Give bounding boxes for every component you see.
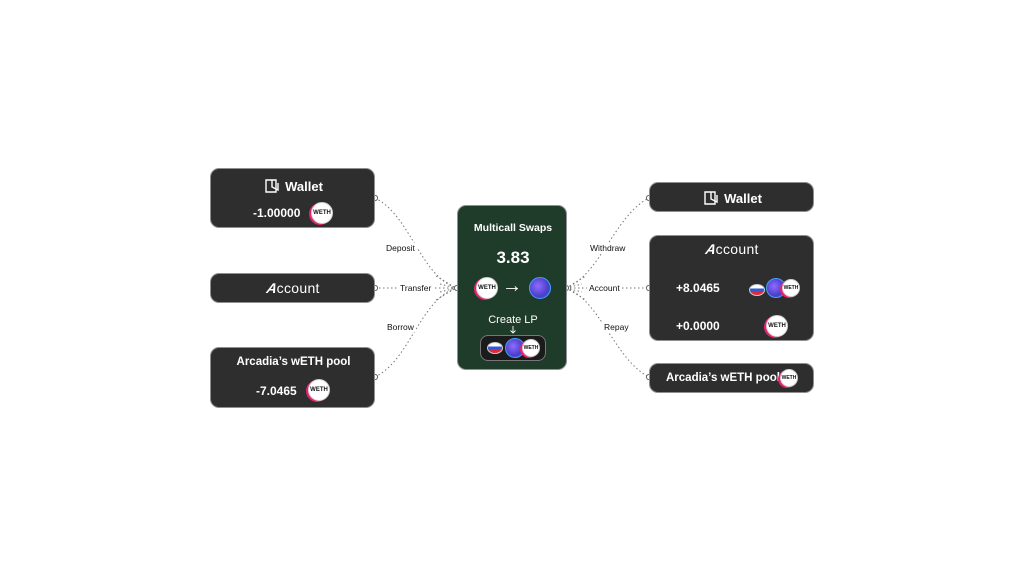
left-pool-card: Arcadia’s wETH pool -7.0465 WETH [210,347,375,408]
left-wallet-title-row: Wallet [211,178,376,194]
edge-repay [565,287,650,378]
lp-nft-icon [487,342,503,354]
eth-icon [529,277,551,299]
edge-label-borrow: Borrow [385,322,416,332]
right-wallet-title: Wallet [724,190,762,206]
wallet-icon [265,179,279,193]
weth-icon: WETH [476,277,498,299]
center-value: 3.83 [496,248,530,267]
center-title-row: Multicall Swaps [458,222,568,234]
create-lp-label: Create LP [488,314,538,326]
left-pool-title: Arcadia’s wETH pool [236,356,351,368]
right-pool-card: Arcadia’s wETH pool WETH [649,363,814,393]
left-wallet-value: -1.00000 [253,206,301,220]
edge-label-account: Account [587,283,622,293]
edge-borrow [374,287,457,378]
right-wallet-title-row: Wallet [650,190,815,206]
left-wallet-title: Wallet [285,178,323,194]
left-pool-title-row: Arcadia’s wETH pool [211,356,376,368]
weth-icon: WETH [522,339,540,357]
edge-label-repay: Repay [602,322,631,332]
weth-icon: WETH [780,369,798,387]
lp-position-pill: WETH [480,335,546,361]
edge-label-withdraw: Withdraw [588,243,628,253]
center-value-row: 3.83 [458,248,568,268]
right-wallet-card: Wallet [649,182,814,212]
edge-label-transfer: Transfer [398,283,434,293]
swap-arrow-icon: → [502,275,522,297]
weth-icon: WETH [311,202,333,224]
weth-icon: WETH [766,315,788,337]
center-title: Multicall Swaps [473,222,553,234]
right-account-value-2: +0.0000 [676,319,720,333]
right-account-value-1: +8.0465 [676,281,720,295]
left-pool-value: -7.0465 [256,384,297,398]
wallet-icon [704,191,718,205]
right-pool-title: Arcadia’s wETH pool [666,372,780,384]
create-lp-row: Create LP [458,314,568,326]
down-arrow-icon [510,326,516,334]
account-logo-text: ccount [715,241,759,257]
weth-icon: WETH [782,279,800,297]
account-logo-text: ccount [276,280,320,296]
lp-nft-icon [749,284,765,296]
left-wallet-card: Wallet -1.00000 WETH [210,168,375,228]
edge-label-deposit: Deposit [384,243,417,253]
multicall-swaps-card: Multicall Swaps 3.83 WETH → Create LP WE… [457,205,567,370]
weth-icon: WETH [308,379,330,401]
edge-deposit [374,197,457,289]
